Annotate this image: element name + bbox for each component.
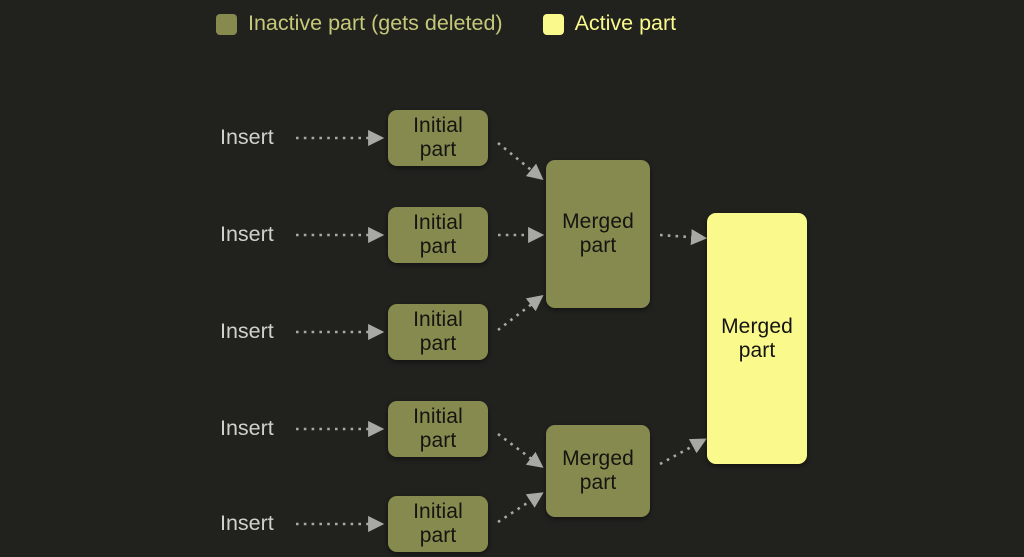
legend-entry-inactive: Inactive part (gets deleted): [216, 13, 503, 35]
initial-part-node-3[interactable]: Initial part: [388, 304, 488, 360]
initial-part-1-line1: Initial: [413, 114, 463, 138]
initial-part-2-line1: Initial: [413, 211, 463, 235]
inactive-swatch-icon: [216, 13, 237, 35]
initial-part-node-5[interactable]: Initial part: [388, 496, 488, 552]
initial-part-node-1[interactable]: Initial part: [388, 110, 488, 166]
initial-part-1-line2: part: [419, 138, 457, 161]
merged-part-2-line1: Merged: [562, 447, 634, 471]
merged-part-2-line2: part: [579, 471, 617, 494]
legend-label-inactive: Inactive part (gets deleted): [248, 11, 503, 36]
legend: Inactive part (gets deleted) Active part: [216, 8, 676, 40]
insert-label-4: Insert: [220, 416, 274, 440]
initial-part-4-line2: part: [419, 429, 457, 452]
final-merged-part-line1: Merged: [721, 314, 793, 338]
initial-part-2-line2: part: [419, 235, 457, 258]
insert-label-1: Insert: [220, 125, 274, 149]
arrow-merged-b-to-final: [659, 438, 707, 466]
arrow-initial-5-to-merged-b: [497, 492, 544, 524]
active-swatch-icon: [542, 13, 564, 35]
insert-label-2: Insert: [220, 222, 274, 246]
arrow-initial-1-to-merged-a: [497, 141, 544, 181]
merged-part-1-line1: Merged: [562, 210, 634, 234]
final-merged-part-node[interactable]: Merged part: [707, 213, 807, 464]
initial-part-5-line2: part: [419, 524, 457, 547]
initial-part-node-2[interactable]: Initial part: [388, 207, 488, 263]
arrow-initial-4-to-merged-b: [497, 432, 544, 468]
arrow-initial-3-to-merged-a: [497, 295, 544, 332]
merged-part-node-2[interactable]: Merged part: [546, 425, 650, 517]
arrow-merged-a-to-final: [659, 229, 708, 246]
insert-label-5: Insert: [220, 511, 274, 535]
initial-part-node-4[interactable]: Initial part: [388, 401, 488, 457]
initial-part-4-line1: Initial: [413, 405, 463, 429]
merged-part-1-line2: part: [579, 234, 617, 257]
initial-part-3-line1: Initial: [413, 308, 463, 332]
merged-part-node-1[interactable]: Merged part: [546, 160, 650, 308]
final-merged-part-line2: part: [738, 338, 776, 362]
legend-entry-active: Active part: [542, 11, 677, 36]
initial-part-5-line1: Initial: [413, 500, 463, 524]
legend-label-active: Active part: [574, 11, 677, 36]
initial-part-3-line2: part: [419, 332, 457, 355]
insert-label-3: Insert: [220, 319, 274, 343]
